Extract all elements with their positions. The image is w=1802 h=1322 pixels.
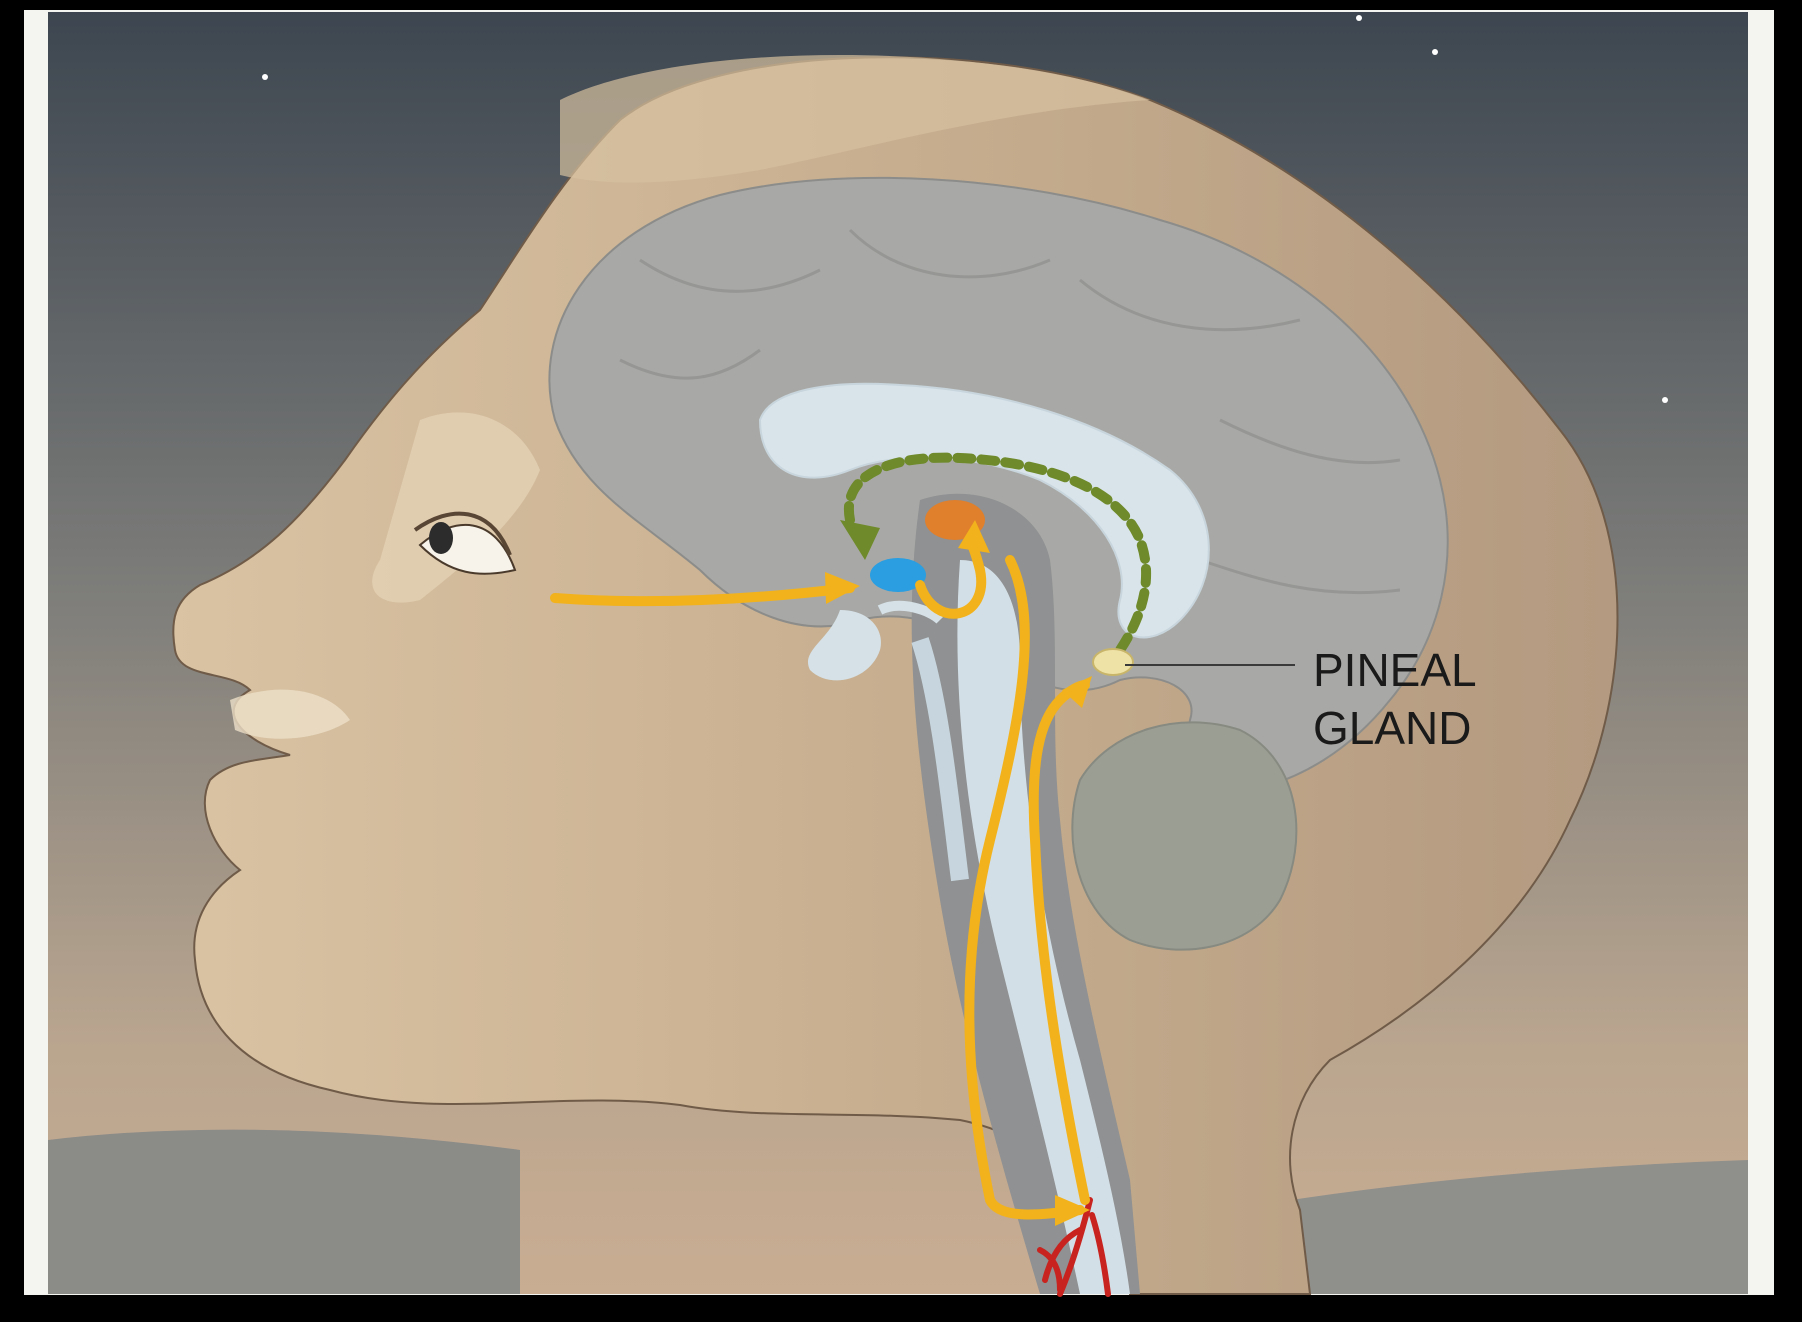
label-gland: GLAND [1313, 702, 1471, 754]
label-pineal: PINEAL [1313, 644, 1477, 696]
star [1356, 15, 1362, 21]
cerebellum [1072, 722, 1296, 949]
star [1662, 397, 1668, 403]
star [1432, 49, 1438, 55]
star [262, 74, 268, 80]
hill-left [48, 1130, 520, 1294]
pineal-gland [1093, 649, 1133, 675]
